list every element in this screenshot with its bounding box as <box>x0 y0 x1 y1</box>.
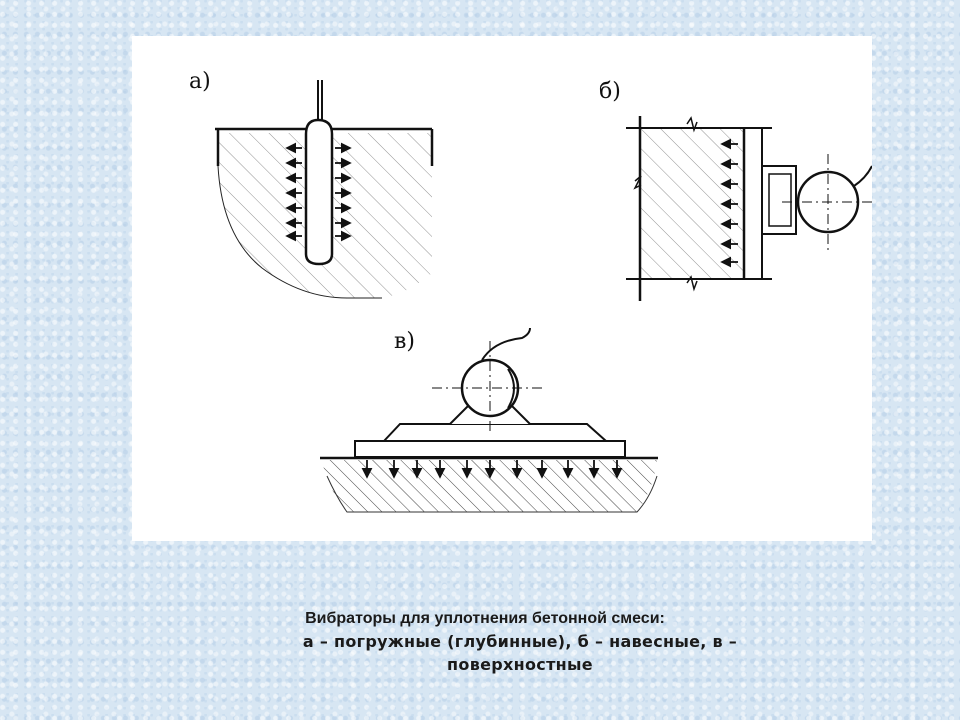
diagram-b-external-vibrator: б) <box>599 79 872 301</box>
vibrator-diagram: а) <box>189 69 872 513</box>
vibro-plate-v <box>354 440 626 458</box>
vibrator-tip-a <box>304 118 334 266</box>
power-cable-v <box>481 327 531 361</box>
caption-line-1: а – погружные (глубинные), б – навесные,… <box>302 632 738 651</box>
label-v: в) <box>394 329 415 354</box>
caption-title: Вибраторы для уплотнения бетонной смеси: <box>305 610 665 627</box>
diagram-v-surface-vibrator: в) <box>320 327 658 513</box>
caption-line-2: поверхностные <box>447 655 593 674</box>
force-arrows-v <box>361 460 623 479</box>
diagram-a-immersion-vibrator: а) <box>189 69 434 299</box>
force-arrows-right-a <box>335 142 352 242</box>
label-b: б) <box>599 79 621 104</box>
plate-frame-v <box>383 423 607 442</box>
force-arrows-b <box>720 138 738 268</box>
power-cable-b <box>853 165 872 187</box>
label-a: а) <box>189 69 211 94</box>
force-arrows-left-a <box>285 142 302 242</box>
figure-panel: а) <box>132 36 872 541</box>
figure-caption: Вибраторы для уплотнения бетонной смеси:… <box>220 608 820 676</box>
concrete-contour-a <box>217 165 382 299</box>
